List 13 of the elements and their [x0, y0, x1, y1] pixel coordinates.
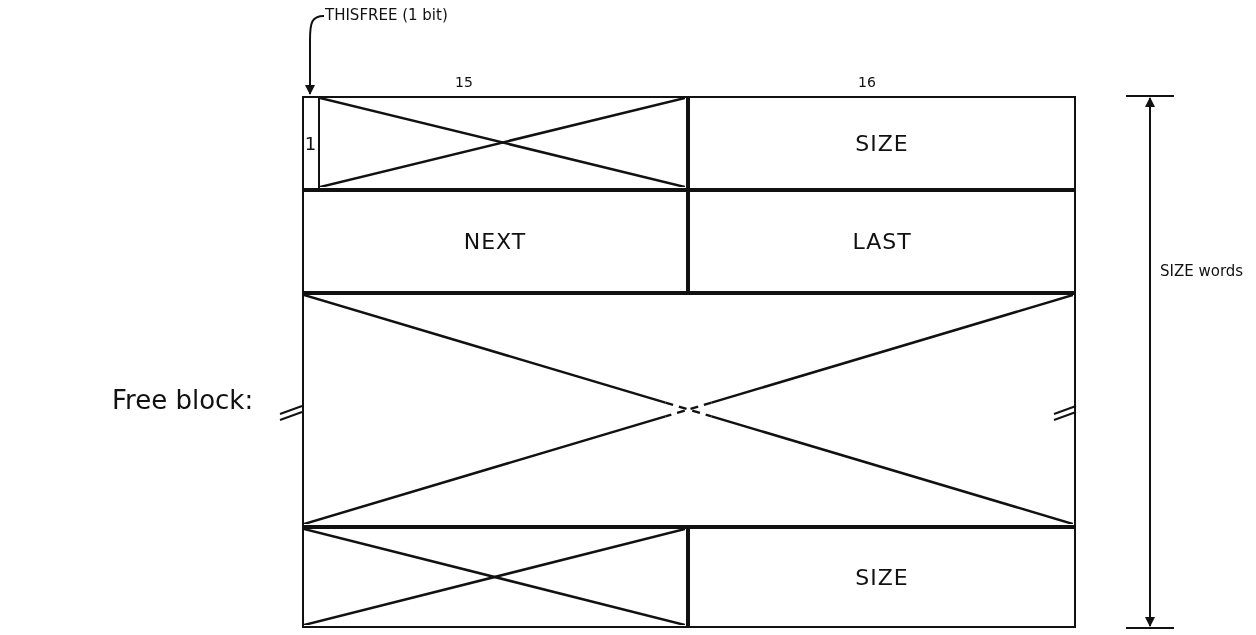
field-label: THISFREE (1 bit) — [325, 6, 448, 24]
diagram-label: Free block: — [112, 385, 254, 415]
bit-count: 16 — [858, 74, 876, 90]
unused-field — [302, 527, 688, 628]
memory-field: LAST — [688, 190, 1076, 293]
dimension-label: SIZE words — [1160, 262, 1244, 280]
unused-field — [302, 293, 1076, 527]
bit-count: 15 — [455, 74, 473, 90]
memory-field: NEXT — [302, 190, 688, 293]
memory-field: SIZE — [688, 527, 1076, 628]
memory-field: SIZE — [688, 96, 1076, 190]
memory-field: 1 — [302, 96, 320, 190]
unused-field — [318, 96, 688, 190]
